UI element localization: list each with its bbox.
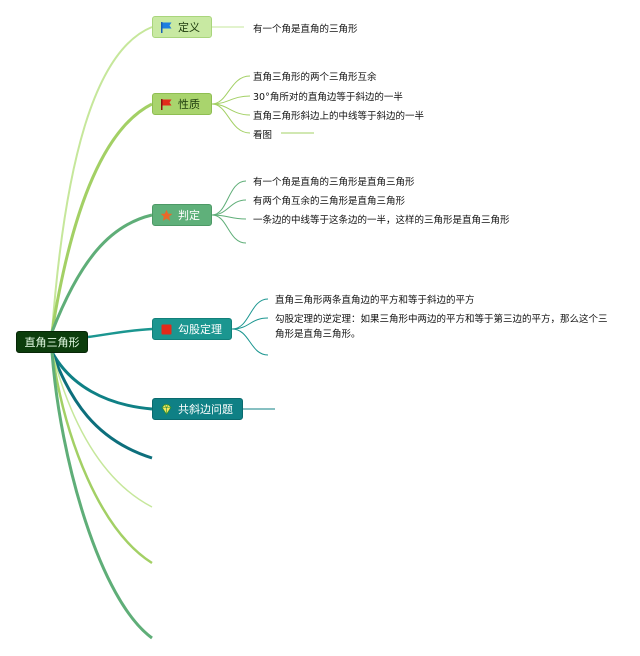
root-label: 直角三角形	[24, 336, 80, 349]
red-square-icon	[160, 323, 173, 336]
leaf-connector	[211, 199, 247, 216]
leaf-connector	[231, 298, 269, 330]
leaf-criteria-1[interactable]: 有一个角是直角的三角形是直角三角形	[253, 177, 415, 188]
diamond-icon	[160, 403, 173, 416]
branch-pythagorean	[87, 327, 153, 339]
leaf-connector	[211, 75, 251, 105]
topic-label: 共斜边问题	[178, 403, 233, 416]
topic-common-hypotenuse[interactable]: 共斜边问题	[152, 398, 243, 420]
topic-label: 性质	[178, 98, 200, 111]
leaf-connector	[211, 214, 247, 244]
leaf-criteria-3[interactable]: 一条边的中线等于这条边的一半，这样的三角形是直角三角形	[253, 215, 510, 226]
leaf-properties-2[interactable]: 30°角所对的直角边等于斜边的一半	[253, 92, 403, 103]
branch-common-hypotenuse	[50, 351, 153, 411]
topic-criteria[interactable]: 判定	[152, 204, 212, 226]
branch-empty-3	[50, 351, 153, 565]
branch-empty-2	[51, 351, 153, 508]
root-node[interactable]: 直角三角形	[16, 331, 88, 353]
branch-criteria	[50, 213, 153, 333]
topic-pythagorean-theorem[interactable]: 勾股定理	[152, 318, 232, 340]
topic-label: 判定	[178, 209, 200, 222]
blue-flag-icon	[160, 21, 173, 34]
branch-definition	[51, 26, 153, 333]
topic-label: 勾股定理	[178, 323, 222, 336]
leaf-definition-1[interactable]: 有一个角是直角的三角形	[253, 24, 358, 35]
leaf-pythagorean-1[interactable]: 直角三角形两条直角边的平方和等于斜边的平方	[275, 295, 475, 306]
star-icon	[160, 209, 173, 222]
branch-empty-1	[50, 351, 153, 460]
leaf-properties-4[interactable]: 看图	[253, 130, 273, 141]
leaf-properties-1[interactable]: 直角三角形的两个三角形互余	[253, 72, 377, 83]
topic-properties[interactable]: 性质	[152, 93, 212, 115]
leaf-pythagorean-2[interactable]: 勾股定理的逆定理：如果三角形中两边的平方和等于第三边的平方，那么这个三	[275, 314, 608, 325]
leaf-pythagorean-2-cont[interactable]: 角形是直角三角形。	[275, 329, 361, 340]
leaf-connector	[231, 328, 269, 356]
topic-definition[interactable]: 定义	[152, 16, 212, 38]
leaf-connector	[231, 317, 269, 330]
leaf-connector	[211, 180, 247, 216]
leaf-criteria-2[interactable]: 有两个角互余的三角形是直角三角形	[253, 196, 406, 207]
branch-properties	[50, 102, 153, 333]
leaf-connector	[211, 103, 251, 134]
topic-label: 定义	[178, 21, 200, 34]
leaf-properties-3[interactable]: 直角三角形斜边上的中线等于斜边的一半	[253, 111, 425, 122]
red-flag-icon	[160, 98, 173, 111]
branch-empty-4	[50, 351, 153, 640]
